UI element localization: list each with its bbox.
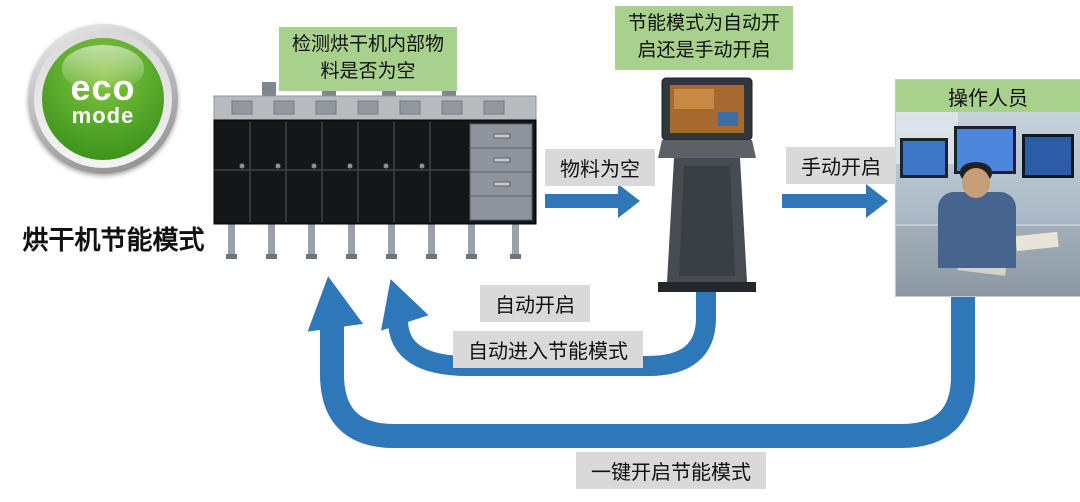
label-dryer-check: 检测烘干机内部物料是否为空 [279, 27, 457, 91]
label-one-key-eco: 一键开启节能模式 [576, 452, 766, 489]
arrow-head-icon [618, 184, 640, 218]
operator-label: 操作人员 [896, 80, 1080, 112]
kiosk-base [658, 282, 756, 292]
label-auto-enter-eco: 自动进入节能模式 [453, 331, 643, 368]
curve-arrow-auto-head [381, 279, 429, 331]
kiosk-screen-panel [718, 112, 738, 126]
kiosk-tower-panel [679, 166, 735, 276]
arrow-material-empty [545, 184, 640, 218]
operator-photo [896, 112, 1080, 296]
dryer-panel-seams [214, 122, 470, 222]
label-material-empty: 物料为空 [545, 149, 655, 186]
curve-arrow-one-key [320, 285, 975, 448]
monitor-right [1022, 134, 1074, 178]
dryer-machine-image [213, 82, 537, 259]
eco-badge-shine [61, 45, 145, 92]
eco-mode-badge: eco mode [28, 24, 178, 174]
control-kiosk-image [658, 77, 756, 292]
curve-arrow-one-key-head [307, 276, 364, 332]
arrow-shaft [782, 194, 868, 208]
arrow-shaft [545, 194, 620, 208]
operator-panel: 操作人员 [896, 80, 1080, 296]
page-title: 烘干机节能模式 [22, 225, 205, 255]
arrow-manual-open [782, 184, 888, 218]
operator-person [938, 192, 1016, 268]
kiosk-shelf [658, 140, 756, 158]
label-auto-open: 自动开启 [480, 285, 590, 322]
kiosk-screen-window [674, 89, 714, 109]
monitor-left [900, 138, 948, 178]
dryer-cabinet-drawers [470, 133, 532, 197]
eco-badge-text-mode: mode [71, 103, 135, 129]
label-mode-question: 节能模式为自动开启还是手动开启 [615, 6, 793, 70]
dryer-legs [226, 222, 521, 259]
dryer-door-handles [239, 163, 425, 169]
dryer-top-hatches [231, 100, 505, 115]
eco-badge-face: eco mode [42, 38, 164, 160]
label-manual-open: 手动开启 [786, 147, 896, 184]
arrow-head-icon [866, 184, 888, 218]
operator-head [962, 168, 990, 198]
